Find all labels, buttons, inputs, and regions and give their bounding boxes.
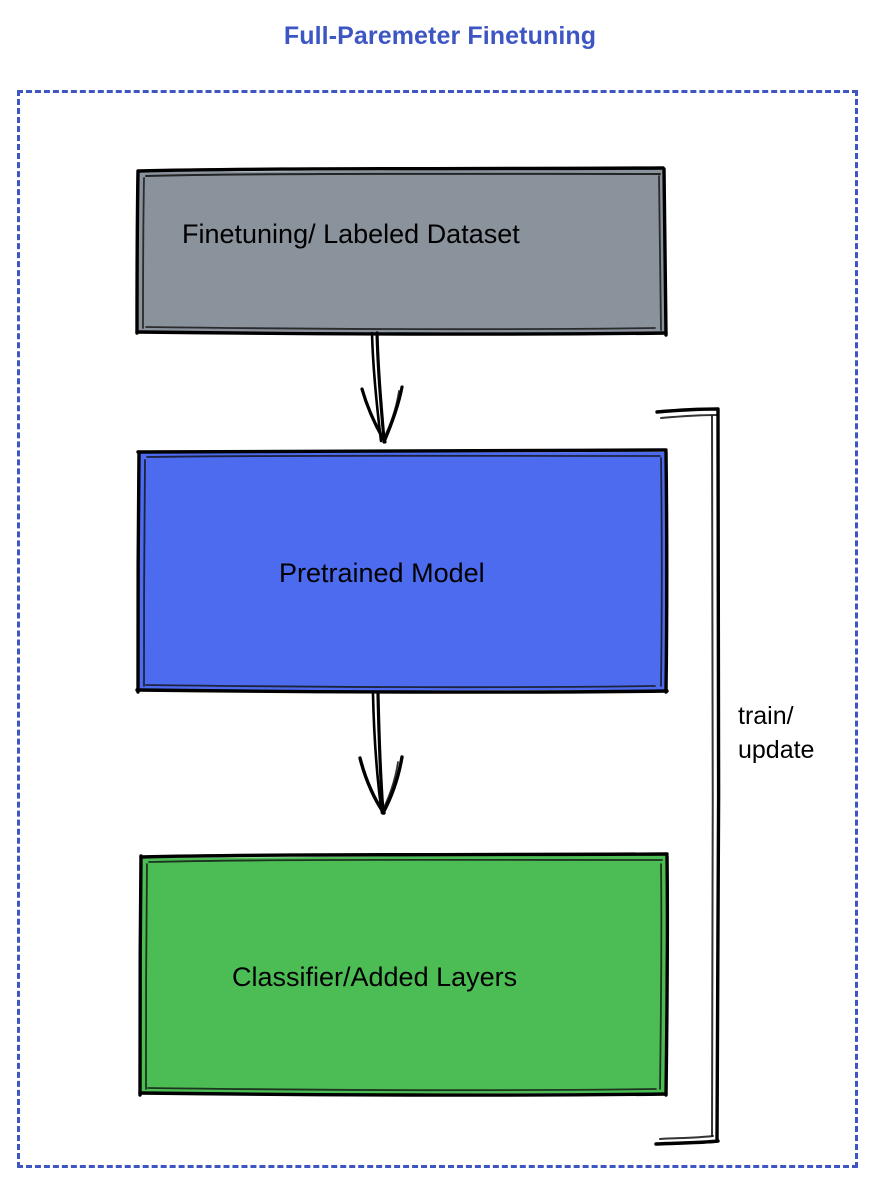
- page-title: Full-Paremeter Finetuning: [283, 22, 597, 50]
- node-pretrained-label: Pretrained Model: [279, 558, 485, 588]
- node-classifier-label: Classifier/Added Layers: [232, 962, 518, 992]
- edge-feedback-loop-label: train/ update: [738, 702, 815, 764]
- node-dataset-label: Finetuning/ Labeled Dataset: [182, 219, 520, 249]
- diagram-boundary-frame: [17, 90, 858, 1168]
